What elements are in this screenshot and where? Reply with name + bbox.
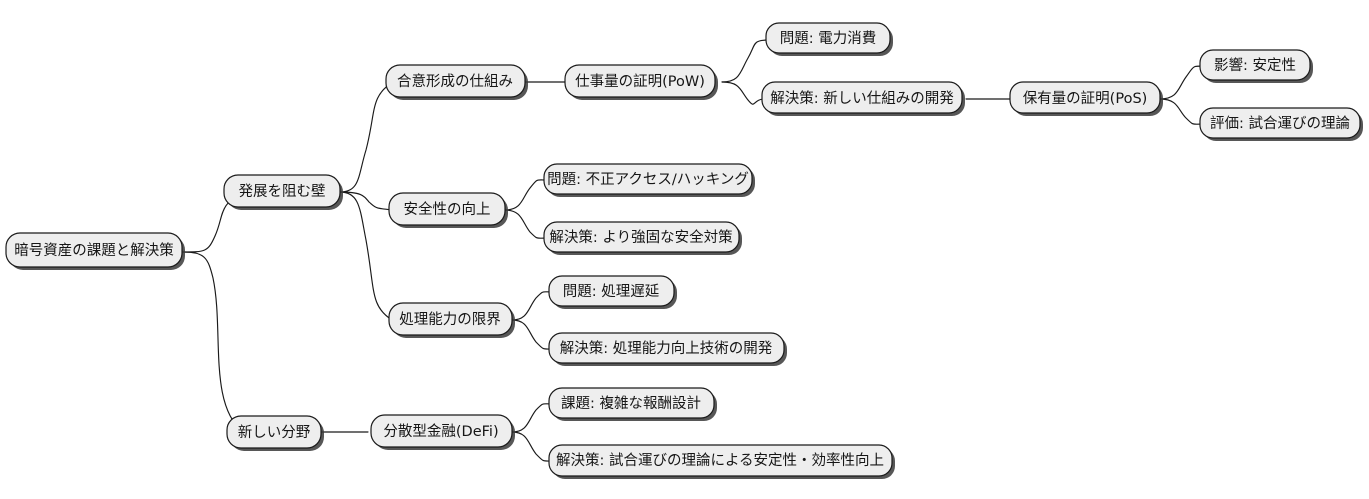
node-new-fields[interactable]: 新しい分野	[226, 415, 324, 451]
node-security-solution[interactable]: 解決策: より強固な安全対策	[543, 221, 742, 255]
node-defi-solution[interactable]: 解決策: 試合運びの理論による安定性・効率性向上	[548, 444, 895, 479]
edge-security-to-problem	[504, 179, 548, 211]
node-throughput[interactable]: 処理能力の限界	[388, 302, 515, 338]
edge-defi-to-solution	[511, 431, 553, 462]
node-consensus-label: 合意形成の仕組み	[397, 72, 513, 90]
edge-pos-to-eval	[1159, 98, 1204, 125]
edge-security-to-solution	[504, 209, 548, 239]
node-root-label: 暗号資産の課題と解決策	[14, 242, 174, 259]
node-pow-label: 仕事量の証明(PoW)	[575, 73, 705, 90]
edge-pow-to-solution	[721, 81, 766, 105]
node-defi-problem-label: 課題: 複雑な報酬設計	[561, 395, 701, 412]
node-throughput-problem-label: 問題: 処理遅延	[563, 283, 660, 300]
edge-barriers-to-throughput	[339, 191, 393, 321]
edge-throughput-to-solution	[511, 319, 553, 350]
edge-barriers-to-consensus	[339, 81, 394, 193]
node-pow-problem[interactable]: 問題: 電力消費	[765, 22, 893, 56]
node-defi[interactable]: 分散型金融(DeFi)	[370, 414, 515, 450]
node-consensus[interactable]: 合意形成の仕組み	[385, 64, 528, 100]
node-security-problem[interactable]: 問題: 不正アクセス/ハッキング	[543, 163, 755, 197]
node-security-label: 安全性の向上	[404, 200, 491, 218]
node-pos-impact-label: 影響: 安定性	[1214, 56, 1296, 74]
node-pos[interactable]: 保有量の証明(PoS)	[1009, 81, 1163, 116]
node-pos-impact[interactable]: 影響: 安定性	[1199, 49, 1313, 83]
node-pos-eval-label: 評価: 試合運びの理論	[1210, 115, 1350, 132]
edge-pos-to-impact	[1159, 65, 1204, 100]
node-defi-problem[interactable]: 課題: 複雑な報酬設計	[548, 387, 717, 421]
node-throughput-label: 処理能力の限界	[399, 311, 501, 328]
node-pow[interactable]: 仕事量の証明(PoW)	[564, 64, 718, 100]
node-pos-eval[interactable]: 評価: 試合運びの理論	[1199, 107, 1363, 141]
node-defi-solution-label: 解決策: 試合運びの理論による安定性・効率性向上	[556, 452, 884, 469]
node-security-solution-label: 解決策: より強固な安全対策	[549, 228, 733, 246]
node-pow-solution[interactable]: 解決策: 新しい仕組みの開発	[761, 81, 965, 116]
node-throughput-solution[interactable]: 解決策: 処理能力向上技術の開発	[548, 332, 787, 366]
node-pow-solution-label: 解決策: 新しい仕組みの開発	[770, 90, 954, 107]
edge-barriers-to-security	[339, 191, 393, 211]
node-defi-label: 分散型金融(DeFi)	[383, 423, 498, 440]
node-throughput-solution-label: 解決策: 処理能力向上技術の開発	[560, 340, 773, 357]
node-security[interactable]: 安全性の向上	[388, 192, 508, 228]
node-layer: 暗号資産の課題と解決策 発展を阻む壁 新しい分野 合意形成の仕組み 安全	[5, 22, 1363, 479]
node-barriers-label: 発展を阻む壁	[239, 183, 326, 200]
edge-pow-to-problem	[721, 39, 770, 83]
node-throughput-problem[interactable]: 問題: 処理遅延	[548, 275, 677, 309]
node-pow-problem-label: 問題: 電力消費	[780, 30, 877, 47]
node-barriers[interactable]: 発展を阻む壁	[223, 174, 343, 210]
node-root[interactable]: 暗号資産の課題と解決策	[5, 232, 185, 270]
node-security-problem-label: 問題: 不正アクセス/ハッキング	[547, 171, 749, 188]
edge-defi-to-problem	[511, 403, 553, 433]
edge-layer	[182, 39, 1204, 462]
edge-root-to-new-fields	[182, 251, 244, 433]
node-new-fields-label: 新しい分野	[238, 424, 311, 441]
edge-throughput-to-problem	[511, 291, 553, 321]
node-pos-label: 保有量の証明(PoS)	[1023, 90, 1148, 107]
